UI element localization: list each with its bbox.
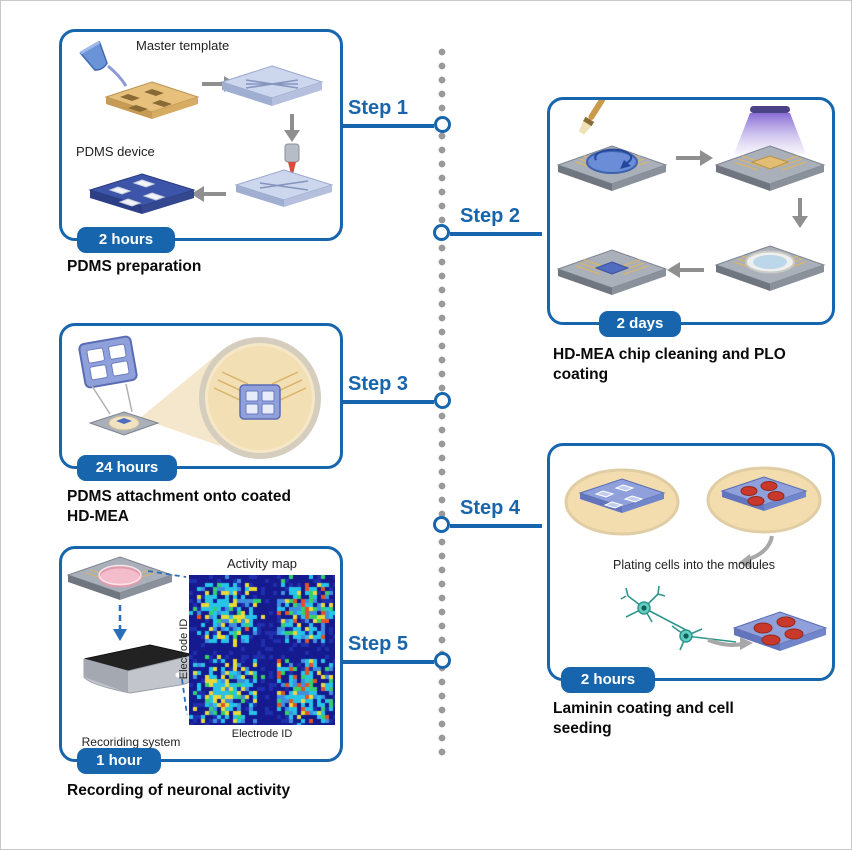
zoom-guides (147, 570, 188, 716)
step-5-circle (434, 652, 451, 669)
step-1-connector (342, 124, 434, 128)
step-marker-5: Step 5 (342, 633, 451, 673)
step5-duration-badge: 1 hour (77, 748, 161, 774)
mold-top (220, 65, 324, 106)
step-2-label: Step 2 (460, 205, 521, 227)
step-2-connector (450, 232, 542, 236)
device-seeded-large (732, 611, 828, 651)
beaker-icon (79, 40, 108, 71)
electrode-id-x-label: Electrode ID (231, 728, 293, 740)
step-4-circle (433, 516, 450, 533)
panel-step2-chip-cleaning (547, 97, 835, 325)
step3-illustration (78, 335, 321, 459)
electrode-id-y-label: Electrode ID (178, 618, 190, 680)
step-1-label: Step 1 (348, 97, 409, 119)
step4-duration-badge: 2 hours (561, 667, 655, 693)
step4-caption: Laminin coating and cell seeding (553, 700, 734, 738)
chip-with-culture (66, 556, 174, 600)
step-3-connector (342, 400, 434, 404)
panel-step3-pdms-attachment (59, 323, 343, 469)
step-marker-1: Step 1 (342, 97, 451, 137)
arrow-down-icon (284, 114, 300, 142)
arrow-right-icon (676, 150, 713, 166)
step2-duration-badge: 2 days (599, 311, 681, 337)
step-marker-3: Step 3 (342, 373, 451, 413)
mold-bottom (234, 169, 334, 207)
panel-step1-pdms-preparation: Master template PDMS device (59, 29, 343, 241)
step2-caption: HD-MEA chip cleaning and PLO coating (553, 346, 786, 384)
step-5-label: Step 5 (348, 633, 409, 655)
neurons (620, 585, 737, 651)
step1-caption: PDMS preparation (67, 258, 202, 275)
pour-stream (107, 64, 128, 87)
coated-area (594, 261, 630, 275)
panel-step4-cell-seeding: Plating cells into the modules (547, 443, 835, 681)
step1-illustration (79, 40, 334, 214)
pdms-module (239, 384, 281, 420)
panel-step5-recording: Activity map Electrode ID Electrode ID R… (59, 546, 343, 762)
plo-liquid (753, 255, 787, 269)
gold-pad (750, 155, 790, 170)
master-template-label: Master template (136, 38, 230, 53)
step3-duration-badge: 24 hours (77, 455, 177, 481)
large-dish (199, 337, 321, 459)
step3-caption: PDMS attachment onto coated HD-MEA (67, 488, 291, 526)
arrow-right-icon (707, 638, 743, 647)
arrow-left-icon (191, 186, 226, 202)
step2-illustration (557, 100, 825, 296)
small-assembly (88, 411, 160, 436)
pdms-frame (78, 335, 138, 389)
pdms-device (88, 173, 196, 214)
arrow-left-icon (667, 262, 704, 278)
step-5-connector (342, 660, 434, 664)
pdms-device-label: PDMS device (76, 144, 155, 159)
step-2-circle (433, 224, 450, 241)
zoom-cone (140, 352, 220, 446)
master-template-chip (104, 81, 200, 119)
step5-illustration (66, 556, 195, 716)
activity-heatmap (189, 575, 335, 725)
uv-lamp (750, 106, 790, 113)
brush-icon (578, 100, 606, 135)
step-marker-2: Step 2 (433, 205, 542, 245)
step-3-circle (434, 392, 451, 409)
step4-illustration (564, 466, 828, 651)
step1-duration-badge: 2 hours (77, 227, 175, 253)
device-seeded-wells (720, 476, 808, 511)
plating-cells-label: Plating cells into the modules (613, 558, 775, 572)
device-empty-wells (578, 478, 666, 513)
uv-beam (734, 113, 806, 154)
activity-map-label: Activity map (226, 556, 298, 571)
step5-caption: Recording of neuronal activity (67, 782, 291, 799)
guide-lines (91, 383, 133, 415)
step-1-circle (434, 116, 451, 133)
step-4-label: Step 4 (460, 497, 521, 519)
step-4-connector (450, 524, 542, 528)
step-marker-4: Step 4 (433, 497, 542, 537)
spin-arrow-icon (594, 148, 633, 165)
arrow-down-icon (792, 198, 808, 228)
step-3-label: Step 3 (348, 373, 409, 395)
recording-device (83, 644, 195, 694)
recording-system-label: Recoriding system (81, 735, 181, 749)
